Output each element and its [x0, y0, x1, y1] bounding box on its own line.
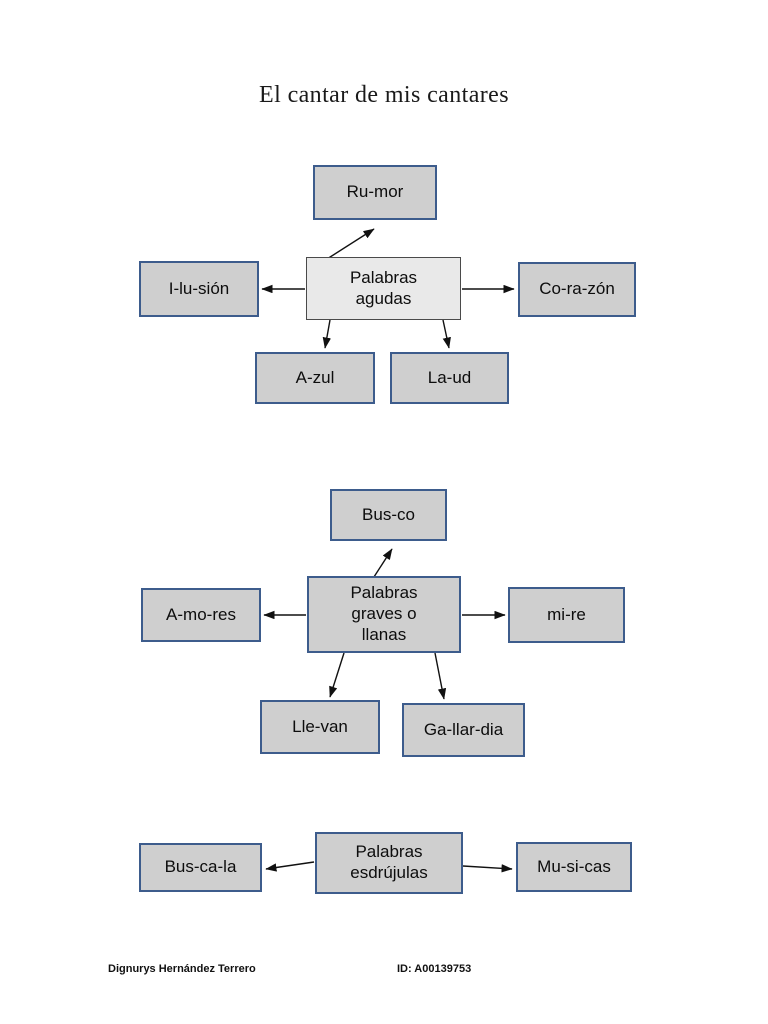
node-mi-re[interactable]: mi-re: [508, 587, 625, 643]
node-palabras-esdrujulas[interactable]: Palabras esdrújulas: [315, 832, 463, 894]
arrow-agudas-to-rumor: [326, 228, 375, 260]
node-a-zul[interactable]: A-zul: [255, 352, 375, 404]
node-bus-ca-la[interactable]: Bus-ca-la: [139, 843, 262, 892]
node-bus-co[interactable]: Bus-co: [330, 489, 447, 541]
arrow-graves-to-llevan: [329, 652, 345, 698]
arrow-agudas-to-azul: [322, 319, 331, 349]
node-ga-llar-dia[interactable]: Ga-llar-dia: [402, 703, 525, 757]
arrow-esdrujulas-to-musicas: [462, 864, 513, 873]
node-palabras-agudas[interactable]: Palabras agudas: [306, 257, 461, 320]
arrow-esdrujulas-to-buscala: [265, 861, 315, 872]
arrow-graves-to-gallardia: [434, 652, 447, 700]
footer-author: Dignurys Hernández Terrero: [108, 963, 256, 975]
page-title: El cantar de mis cantares: [259, 82, 509, 108]
node-mu-si-cas[interactable]: Mu-si-cas: [516, 842, 632, 892]
node-a-mo-res[interactable]: A-mo-res: [141, 588, 261, 642]
node-la-ud[interactable]: La-ud: [390, 352, 509, 404]
footer-id: ID: A00139753: [397, 963, 472, 975]
node-ru-mor[interactable]: Ru-mor: [313, 165, 437, 220]
arrow-agudas-to-laud: [442, 319, 451, 349]
node-i-lu-sion[interactable]: I-lu-sión: [139, 261, 259, 317]
node-lle-van[interactable]: Lle-van: [260, 700, 380, 754]
node-co-ra-zon[interactable]: Co-ra-zón: [518, 262, 636, 317]
node-palabras-graves-llanas[interactable]: Palabras graves o llanas: [307, 576, 461, 653]
